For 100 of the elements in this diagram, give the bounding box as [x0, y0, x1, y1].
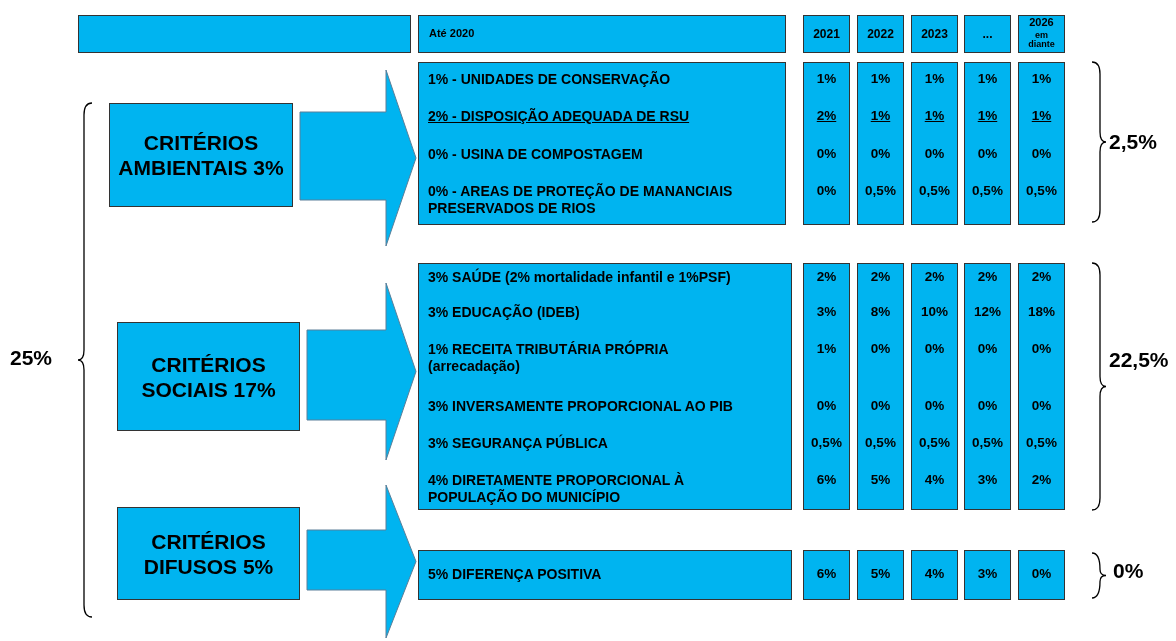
percentage-value: 1%: [976, 108, 999, 125]
year-box: [803, 15, 850, 53]
criterion-text: 3% SEGURANÇA PÚBLICA: [428, 435, 609, 452]
percentage-value: 1%: [976, 71, 999, 88]
percentage-value: 0%: [869, 146, 892, 163]
criterion-text: 0% - USINA DE COMPOSTAGEM: [428, 146, 644, 163]
year-box: [964, 15, 1011, 53]
percentage-value: 0%: [976, 146, 999, 163]
percentage-value: 0%: [1030, 398, 1053, 415]
percentage-value: 0%: [815, 146, 838, 163]
value-column-box: [964, 263, 1011, 510]
percentage-value: 1%: [815, 341, 838, 358]
column-header: Até 2020: [429, 27, 475, 41]
percentage-value: 1%: [923, 108, 946, 125]
criteria-box: [117, 322, 300, 431]
percentage-value: 0%: [923, 146, 946, 163]
year-label: 2026: [1028, 17, 1055, 28]
criterion-text: 5% DIFERENÇA POSITIVA: [428, 566, 603, 583]
percentage-value: 2%: [976, 269, 999, 286]
year-label: 2022: [866, 27, 895, 42]
value-column-box: [857, 550, 904, 600]
percentage-value: 2%: [923, 269, 946, 286]
percentage-value: 12%: [973, 304, 1002, 321]
percentage-value: 1%: [1030, 71, 1053, 88]
percentage-label: 25%: [10, 346, 53, 370]
year-label: 2023: [920, 27, 949, 42]
value-column-box: [911, 550, 958, 600]
criterion-text: 1% RECEITA TRIBUTÁRIA PRÓPRIA (arrecadação): [428, 341, 670, 375]
value-column-box: [857, 62, 904, 225]
criteria-list-box: [418, 550, 792, 600]
percentage-value: 0%: [869, 398, 892, 415]
criterion-text: 2% - DISPOSIÇÃO ADEQUADA DE RSU: [428, 108, 691, 125]
criterion-text: 1% - UNIDADES DE CONSERVAÇÃO: [428, 71, 672, 88]
criteria-title: CRITÉRIOS SOCIAIS 17%: [140, 351, 277, 402]
percentage-value: 2%: [815, 108, 838, 125]
criterion-text: 4% DIRETAMENTE PROPORCIONAL À POPULAÇÃO DO MUNICÍPIO: [428, 472, 686, 506]
percentage-value: 0%: [976, 398, 999, 415]
year-label: 2021: [812, 27, 841, 42]
header-box: [418, 15, 786, 53]
percentage-value: 0,5%: [864, 435, 897, 452]
value-column-box: [964, 550, 1011, 600]
percentage-value: 10%: [920, 304, 949, 321]
percentage-value: 1%: [815, 71, 838, 88]
percentage-value: 1%: [1030, 108, 1053, 125]
percentage-value: 0%: [976, 341, 999, 358]
value-column-box: [803, 263, 850, 510]
criterion-text: 0% - AREAS DE PROTEÇÃO DE MANANCIAIS PRESERVADOS DE RIOS: [428, 183, 734, 217]
percentage-value: 0%: [815, 398, 838, 415]
percentage-label: 0%: [1113, 559, 1144, 583]
value-column-box: [803, 62, 850, 225]
block-arrow: [306, 484, 417, 639]
percentage-value: 2%: [869, 269, 892, 286]
year-label: ...: [981, 27, 994, 42]
year-label: em diante: [1027, 31, 1056, 49]
percentage-value: 0,5%: [1025, 183, 1058, 200]
percentage-value: 0%: [1030, 566, 1053, 583]
percentage-value: 4%: [923, 566, 946, 583]
percentage-value: 4%: [923, 472, 946, 489]
block-arrow: [299, 69, 417, 247]
block-arrow: [306, 282, 417, 461]
criteria-title: CRITÉRIOS AMBIENTAIS 3%: [118, 129, 284, 181]
percentage-value: 0%: [923, 341, 946, 358]
percentage-label: 2,5%: [1109, 130, 1157, 154]
percentage-value: 0,5%: [971, 183, 1004, 200]
percentage-value: 6%: [815, 472, 838, 489]
criteria-box: [117, 507, 300, 600]
percentage-value: 0,5%: [1025, 435, 1058, 452]
percentage-label: 22,5%: [1109, 348, 1169, 372]
percentage-value: 2%: [1030, 269, 1053, 286]
value-column-box: [911, 62, 958, 225]
value-column-box: [1018, 550, 1065, 600]
value-column-box: [803, 550, 850, 600]
percentage-value: 5%: [869, 566, 892, 583]
percentage-value: 5%: [869, 472, 892, 489]
percentage-value: 2%: [815, 269, 838, 286]
percentage-value: 0,5%: [810, 435, 843, 452]
percentage-value: 3%: [815, 304, 838, 321]
value-column-box: [1018, 62, 1065, 225]
header-box: [78, 15, 411, 53]
value-column-box: [964, 62, 1011, 225]
percentage-value: 1%: [923, 71, 946, 88]
criteria-list-box: [418, 263, 792, 510]
criterion-text: 3% SAÚDE (2% mortalidade infantil e 1%PSF): [428, 269, 732, 286]
percentage-value: 0,5%: [864, 183, 897, 200]
percentage-value: 0%: [869, 341, 892, 358]
percentage-value: 0%: [1030, 341, 1053, 358]
percentage-value: 1%: [869, 108, 892, 125]
percentage-value: 0%: [923, 398, 946, 415]
percentage-value: 3%: [976, 472, 999, 489]
year-box: [1018, 15, 1065, 53]
percentage-value: 2%: [1030, 472, 1053, 489]
value-column-box: [911, 263, 958, 510]
percentage-value: 8%: [869, 304, 892, 321]
criterion-text: 3% EDUCAÇÃO (IDEB): [428, 304, 581, 321]
criteria-list-box: [418, 62, 786, 225]
percentage-value: 0,5%: [971, 435, 1004, 452]
year-box: [857, 15, 904, 53]
percentage-value: 0%: [815, 183, 838, 200]
criterion-text: 3% INVERSAMENTE PROPORCIONAL AO PIB: [428, 398, 734, 415]
value-column-box: [857, 263, 904, 510]
